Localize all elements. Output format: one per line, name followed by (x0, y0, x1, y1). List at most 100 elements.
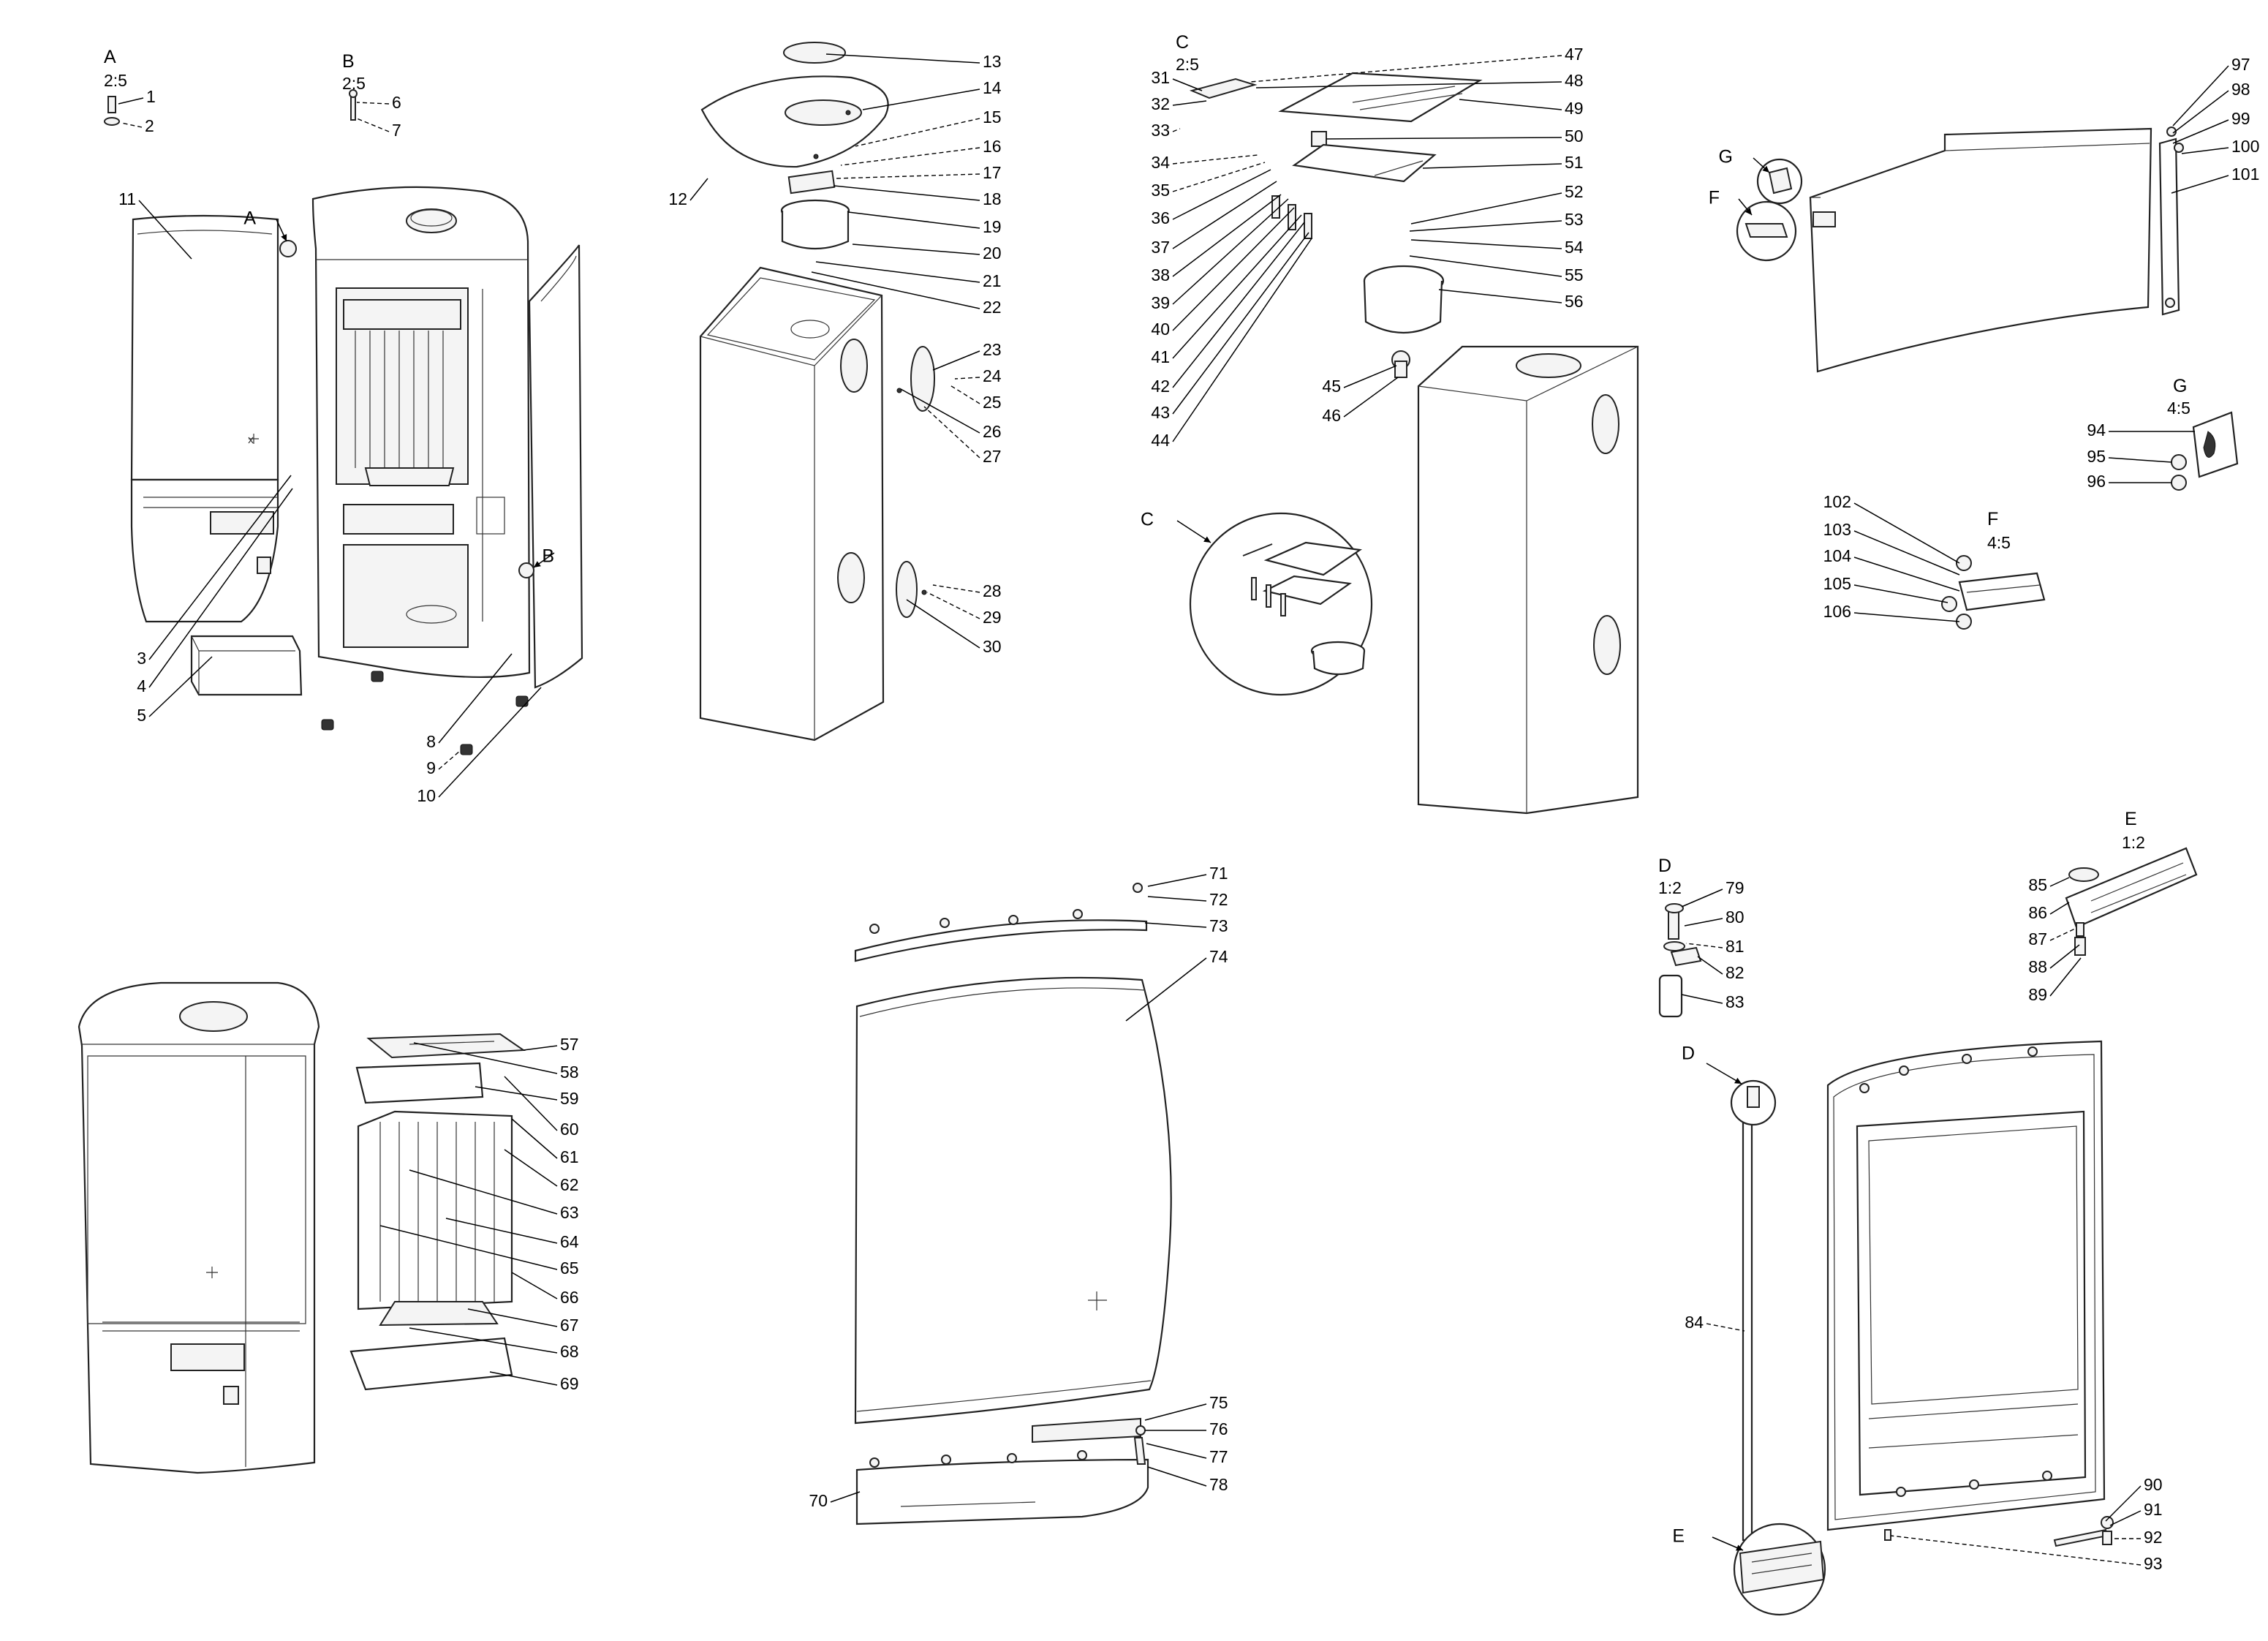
part-number-55: 55 (1565, 265, 1584, 284)
leader-line-90 (2105, 1485, 2142, 1522)
part-number-63: 63 (560, 1203, 579, 1222)
part-number-66: 66 (560, 1288, 579, 1307)
leader-line-27 (923, 406, 980, 459)
part-number-7: 7 (392, 121, 401, 140)
callout-letter-B: B (542, 546, 554, 567)
leader-line-97 (2172, 65, 2229, 127)
leader-line-67 (467, 1308, 558, 1327)
leader-line-98 (2172, 90, 2229, 134)
leader-line-39 (1172, 198, 1289, 305)
leader-line-21 (815, 261, 980, 283)
leader-line-70 (830, 1491, 861, 1503)
leader-line-88 (2049, 944, 2080, 969)
detail-view-letter-C: C (1176, 32, 1189, 53)
leader-line-44 (1172, 238, 1312, 442)
leader-line-71 (1147, 874, 1207, 887)
tower-body (699, 266, 885, 742)
leader-line-87 (2049, 928, 2076, 941)
part-number-95: 95 (2087, 447, 2106, 466)
part-number-8: 8 (426, 732, 436, 751)
part-number-29: 29 (983, 608, 1002, 627)
part-number-64: 64 (560, 1232, 579, 1251)
part-number-49: 49 (1565, 99, 1584, 118)
leader-line-63 (409, 1169, 558, 1215)
part-number-23: 23 (983, 340, 1002, 359)
part-number-53: 53 (1565, 210, 1584, 229)
leader-line-30 (906, 599, 980, 649)
leader-line-74 (1125, 957, 1207, 1022)
inspection-covers (896, 346, 935, 618)
detail-view-scale-E: 1:2 (2122, 833, 2145, 852)
part-number-85: 85 (2028, 875, 2047, 894)
part-number-91: 91 (2144, 1500, 2163, 1519)
part-number-22: 22 (983, 298, 1002, 317)
leader-line-43 (1172, 232, 1309, 415)
heat-shield (1809, 127, 2184, 373)
part-number-60: 60 (560, 1120, 579, 1139)
detail-view-scale-C: 2:5 (1176, 55, 1199, 74)
part-number-87: 87 (2028, 929, 2047, 948)
detail-view-letter-B: B (342, 51, 355, 72)
part-number-106: 106 (1823, 602, 1851, 621)
leader-line-61 (511, 1118, 558, 1159)
leader-line-78 (1147, 1466, 1207, 1487)
part-number-32: 32 (1151, 94, 1170, 113)
leader-line-26 (900, 388, 980, 434)
part-number-14: 14 (983, 78, 1002, 97)
detail-d-hinge (1658, 903, 1702, 1018)
detail-view-scale-D: 1:2 (1658, 878, 1682, 897)
tower-body-c (1417, 345, 1639, 815)
leader-line-75 (1144, 1403, 1207, 1421)
leader-line-40 (1172, 207, 1295, 331)
part-number-12: 12 (668, 189, 687, 208)
leader-line-50 (1326, 137, 1562, 140)
part-number-77: 77 (1209, 1447, 1228, 1466)
part-number-78: 78 (1209, 1475, 1228, 1494)
part-number-3: 3 (137, 649, 146, 668)
part-number-65: 65 (560, 1259, 579, 1278)
part-number-26: 26 (983, 422, 1002, 441)
part-number-20: 20 (983, 244, 1002, 263)
part-number-36: 36 (1151, 208, 1170, 227)
part-number-84: 84 (1685, 1313, 1704, 1332)
leader-line-45 (1343, 365, 1397, 388)
callout-arrowhead-A (281, 234, 287, 241)
part-number-17: 17 (983, 163, 1002, 182)
leader-line-23 (932, 350, 980, 371)
leader-line-16 (840, 147, 980, 166)
detail-b-pin (349, 89, 358, 121)
leader-line-42 (1172, 222, 1305, 388)
part-number-42: 42 (1151, 377, 1170, 396)
part-number-57: 57 (560, 1035, 579, 1054)
leader-line-17 (836, 173, 980, 179)
callout-arrowhead-F (1745, 208, 1752, 215)
part-number-50: 50 (1565, 127, 1584, 146)
feet (321, 671, 529, 755)
part-number-30: 30 (983, 637, 1002, 656)
leader-line-60 (504, 1076, 558, 1131)
part-number-92: 92 (2144, 1528, 2163, 1547)
leader-line-8 (438, 653, 513, 744)
detail-view-letter-D: D (1658, 856, 1671, 876)
detail-view-scale-A: 2:5 (104, 71, 127, 90)
glass-door (1826, 1040, 2106, 1531)
part-number-102: 102 (1823, 492, 1851, 511)
leader-line-77 (1146, 1443, 1207, 1459)
leader-line-33 (1172, 128, 1181, 132)
leader-line-38 (1172, 194, 1282, 277)
top-plate-assembly (700, 42, 889, 250)
part-number-13: 13 (983, 52, 1002, 71)
stove-body (311, 186, 531, 679)
detail-g-bracket (2171, 411, 2239, 491)
part-number-96: 96 (2087, 472, 2106, 491)
part-number-46: 46 (1322, 406, 1341, 425)
leader-line-52 (1410, 192, 1562, 225)
callout-arrowhead-B (534, 561, 541, 567)
part-number-56: 56 (1565, 292, 1584, 311)
part-number-86: 86 (2028, 903, 2047, 922)
part-number-4: 4 (137, 676, 146, 695)
door-handle-parts (1884, 1516, 2114, 1547)
part-number-45: 45 (1322, 377, 1341, 396)
part-number-105: 105 (1823, 574, 1851, 593)
